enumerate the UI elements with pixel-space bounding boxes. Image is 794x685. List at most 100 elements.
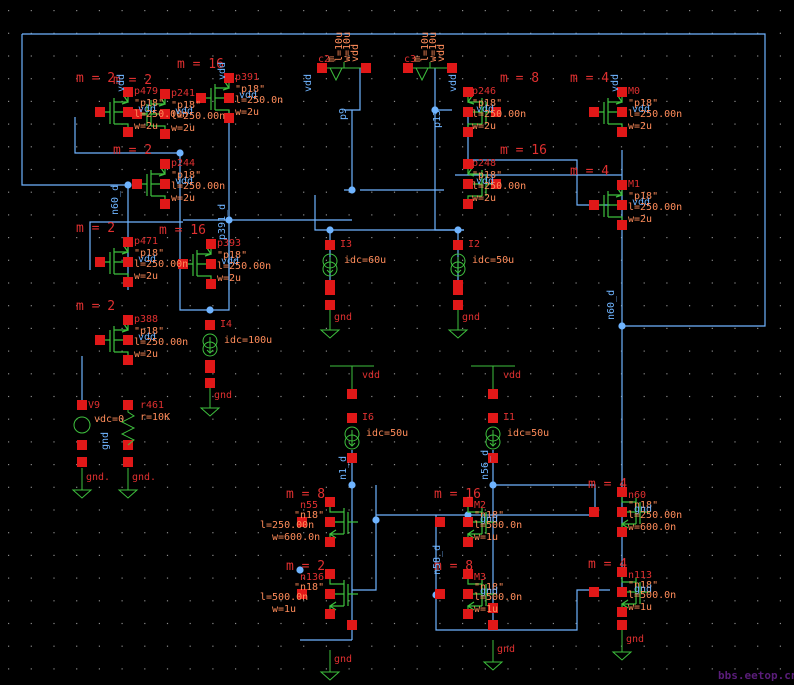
nmos-n113[interactable]	[620, 572, 650, 612]
pin[interactable]	[488, 389, 498, 399]
pin[interactable]	[325, 537, 335, 547]
pin[interactable]	[123, 440, 133, 450]
pin[interactable]	[463, 87, 473, 97]
current-source-i2[interactable]	[450, 253, 466, 277]
wire[interactable]	[493, 484, 596, 515]
pin[interactable]	[317, 63, 327, 73]
pin[interactable]	[617, 487, 627, 497]
pin[interactable]	[160, 89, 170, 99]
pin[interactable]	[325, 569, 335, 579]
wire[interactable]	[74, 117, 180, 154]
pin[interactable]	[347, 453, 357, 463]
pin[interactable]	[463, 517, 473, 527]
pin[interactable]	[488, 620, 498, 630]
pin[interactable]	[347, 389, 357, 399]
pin[interactable]	[488, 453, 498, 463]
pin[interactable]	[617, 127, 627, 137]
pin[interactable]	[617, 587, 627, 597]
pin[interactable]	[224, 113, 234, 123]
current-source-i1[interactable]	[485, 426, 501, 450]
nmos-m2[interactable]	[466, 502, 496, 542]
pin[interactable]	[589, 200, 599, 210]
pin[interactable]	[123, 400, 133, 410]
pin[interactable]	[463, 159, 473, 169]
pin[interactable]	[325, 497, 335, 507]
pin[interactable]	[77, 440, 87, 450]
pin[interactable]	[617, 220, 627, 230]
pin[interactable]	[205, 363, 215, 373]
pin[interactable]	[123, 335, 133, 345]
pin[interactable]	[453, 240, 463, 250]
pin[interactable]	[95, 107, 105, 117]
pin[interactable]	[589, 107, 599, 117]
voltage-source-v9[interactable]	[73, 416, 91, 434]
pin[interactable]	[224, 93, 234, 103]
pin[interactable]	[178, 259, 188, 269]
wire[interactable]	[21, 34, 128, 186]
current-source-i4[interactable]	[202, 333, 218, 357]
pin[interactable]	[403, 63, 413, 73]
pin[interactable]	[361, 63, 371, 73]
resistor-r461[interactable]	[120, 405, 136, 446]
pin[interactable]	[463, 609, 473, 619]
pin[interactable]	[589, 507, 599, 517]
pin[interactable]	[325, 609, 335, 619]
pin[interactable]	[617, 200, 627, 210]
pin[interactable]	[123, 277, 133, 287]
pin[interactable]	[617, 507, 627, 517]
pin[interactable]	[453, 300, 463, 310]
pin[interactable]	[617, 620, 627, 630]
pin[interactable]	[617, 567, 627, 577]
pin[interactable]	[77, 400, 87, 410]
pin[interactable]	[463, 127, 473, 137]
pin[interactable]	[325, 517, 335, 527]
pin[interactable]	[463, 497, 473, 507]
pin[interactable]	[325, 285, 335, 295]
pin[interactable]	[205, 320, 215, 330]
pin[interactable]	[447, 63, 457, 73]
wire[interactable]	[344, 110, 353, 191]
pin[interactable]	[132, 179, 142, 189]
wire[interactable]	[467, 117, 610, 206]
pin[interactable]	[123, 457, 133, 467]
pin[interactable]	[488, 413, 498, 423]
pin[interactable]	[123, 257, 133, 267]
pin[interactable]	[435, 517, 445, 527]
pin[interactable]	[463, 537, 473, 547]
pin[interactable]	[617, 527, 627, 537]
pin[interactable]	[123, 127, 133, 137]
pin[interactable]	[160, 109, 170, 119]
wire[interactable]	[89, 221, 183, 270]
current-source-i3[interactable]	[322, 253, 338, 277]
pin[interactable]	[132, 109, 142, 119]
pin[interactable]	[463, 199, 473, 209]
pin[interactable]	[589, 587, 599, 597]
pin[interactable]	[206, 279, 216, 289]
nmos-n55[interactable]	[328, 502, 358, 542]
pin[interactable]	[224, 73, 234, 83]
wire[interactable]	[344, 68, 361, 111]
pin[interactable]	[160, 199, 170, 209]
pin[interactable]	[325, 589, 335, 599]
pin[interactable]	[123, 87, 133, 97]
pin[interactable]	[206, 259, 216, 269]
pin[interactable]	[196, 93, 206, 103]
nmos-m3[interactable]	[466, 574, 496, 614]
wire[interactable]	[22, 33, 766, 327]
nmos-n136[interactable]	[328, 574, 358, 614]
pin[interactable]	[463, 569, 473, 579]
pin[interactable]	[347, 413, 357, 423]
pin[interactable]	[435, 589, 445, 599]
pin[interactable]	[160, 179, 170, 189]
pin[interactable]	[488, 603, 498, 613]
current-source-i6[interactable]	[344, 426, 360, 450]
pin[interactable]	[95, 335, 105, 345]
pin[interactable]	[123, 107, 133, 117]
pin[interactable]	[463, 589, 473, 599]
nmos-n60[interactable]	[620, 492, 650, 532]
pin[interactable]	[491, 107, 501, 117]
pin[interactable]	[463, 107, 473, 117]
pin[interactable]	[123, 237, 133, 247]
pin[interactable]	[325, 300, 335, 310]
pin[interactable]	[77, 457, 87, 467]
